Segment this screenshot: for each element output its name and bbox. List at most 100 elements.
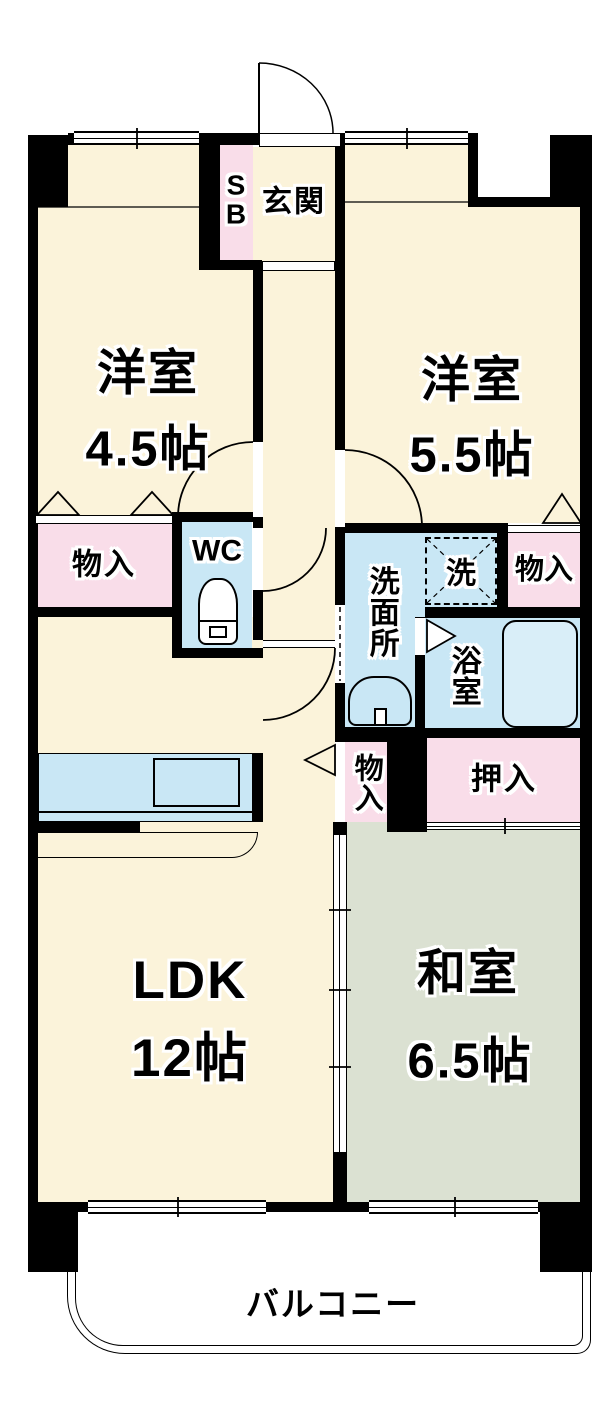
wall-pillar-bottom-left — [28, 1202, 78, 1272]
storage-hall-door-mark — [302, 743, 336, 777]
kitchen-sink — [153, 758, 240, 807]
floor-western1-b — [38, 270, 253, 517]
wall-wc-top — [172, 512, 262, 522]
wall-bathroom-top — [425, 607, 580, 618]
bifold-mark-storage-left-1 — [34, 490, 82, 516]
wall-closet-left — [387, 738, 427, 832]
floor-storage-left — [36, 524, 172, 607]
ldk-door-arc — [262, 647, 336, 721]
wall-notch-left — [468, 133, 478, 207]
entrance-door-arc — [258, 62, 334, 134]
label-laundry: 洗 — [446, 557, 478, 591]
wall-closet-top — [415, 728, 580, 738]
wall-fusuma-cap-bottom — [333, 1152, 347, 1212]
label-western1-size: 4.5帖 — [85, 422, 211, 477]
wall-bottom-b — [266, 1202, 369, 1212]
label-balcony: バルコニー — [245, 1285, 421, 1323]
floor-western1-upper — [68, 145, 199, 207]
wall-pillar-top-left — [28, 135, 68, 207]
wall-left — [28, 135, 38, 1212]
wall-wc-left — [172, 512, 182, 658]
label-entrance: 玄関 — [262, 185, 326, 219]
kitchen-counter-band — [38, 812, 253, 822]
wall-pillar-bottom-right — [540, 1202, 592, 1272]
label-storage-hall: 物入 — [350, 753, 383, 813]
floor-western1-a — [38, 207, 199, 270]
label-closet: 押入 — [471, 761, 537, 797]
label-bathroom: 浴室 — [446, 645, 480, 707]
wall-storage-left-bottom — [28, 607, 182, 617]
balcony-railing-inner — [75, 1212, 583, 1346]
western1-door-arc — [177, 441, 254, 518]
washbasin-faucet — [374, 708, 387, 726]
label-ldk-size: 12帖 — [131, 1029, 249, 1089]
washing-machine-pan — [425, 537, 497, 605]
label-western1-name: 洋室 — [96, 346, 200, 401]
label-japanese-name: 和室 — [416, 946, 520, 1001]
wall-hall-left-c — [253, 590, 263, 640]
bifold-mark-storage-right — [541, 492, 583, 524]
wc-door-arc — [262, 527, 327, 592]
hall-ldk-opening — [263, 640, 335, 648]
wall-fusuma-cap-top — [333, 822, 347, 835]
wall-hall-right-c — [335, 683, 345, 742]
wall-top-a — [68, 133, 74, 145]
storage-right-opening — [508, 525, 580, 533]
wall-right — [580, 135, 592, 1212]
floor-storage-right — [508, 533, 580, 607]
wall-wc-bottom — [172, 648, 262, 658]
door-opening-western2 — [335, 450, 345, 527]
label-shoebox-line2: B — [225, 199, 247, 230]
wall-bathroom-left — [415, 617, 425, 735]
wall-bottom-c — [538, 1202, 580, 1212]
wall-hall-left-b — [253, 517, 263, 528]
bifold-mark-storage-left-2 — [128, 490, 176, 516]
wall-kitchen-bottom — [38, 822, 140, 832]
storage-hall-door-strip — [335, 742, 345, 822]
storage-left-opening — [36, 515, 172, 524]
kitchen-counter — [38, 753, 253, 812]
bathroom-door-strip — [415, 618, 425, 655]
closet-sliding-door — [427, 822, 580, 830]
wall-hall-right-b — [335, 523, 345, 605]
floor-japanese — [347, 822, 580, 1202]
wall-shoebox-bottom — [210, 260, 262, 270]
label-japanese-size: 6.5帖 — [407, 1034, 533, 1089]
toilet-tank — [209, 626, 227, 638]
label-storage-right: 物入 — [514, 553, 574, 586]
label-washroom: 洗面所 — [364, 565, 398, 659]
wall-bottom-a — [38, 1202, 88, 1212]
door-opening-western1 — [253, 442, 263, 517]
label-shoebox: S B — [225, 169, 247, 230]
floor-storage-hall — [345, 742, 387, 822]
floor-western2-upper — [345, 145, 468, 202]
floor-closet — [427, 738, 580, 822]
floor-entrance — [253, 147, 335, 261]
wall-entrance-right — [335, 145, 345, 270]
bathroom-door-mark — [426, 618, 457, 654]
door-opening-wc — [253, 528, 263, 590]
label-ldk-name: LDK — [132, 951, 248, 1011]
window-ldk — [88, 1200, 266, 1214]
toilet-seat-line — [198, 620, 238, 622]
label-shoebox-line1: S — [226, 169, 246, 201]
floor-hallway — [263, 271, 335, 648]
floor-shoebox — [220, 145, 253, 260]
entrance-door-sill — [259, 133, 341, 147]
window-japanese — [369, 1200, 538, 1214]
wall-shoebox-left — [199, 135, 220, 270]
label-western2-size: 5.5帖 — [409, 428, 535, 483]
wall-hall-right-a — [335, 270, 345, 450]
western2-door-arc — [344, 449, 423, 528]
wall-washroom-top — [345, 523, 508, 533]
wall-top-c — [341, 133, 345, 147]
wall-kitchen-right — [253, 753, 263, 822]
floor-ldk — [38, 617, 335, 1202]
entrance-step — [262, 261, 335, 271]
label-wc: WC — [192, 534, 242, 568]
bathtub — [502, 620, 578, 728]
label-western2-name: 洋室 — [420, 353, 524, 408]
floor-western2 — [345, 202, 580, 523]
